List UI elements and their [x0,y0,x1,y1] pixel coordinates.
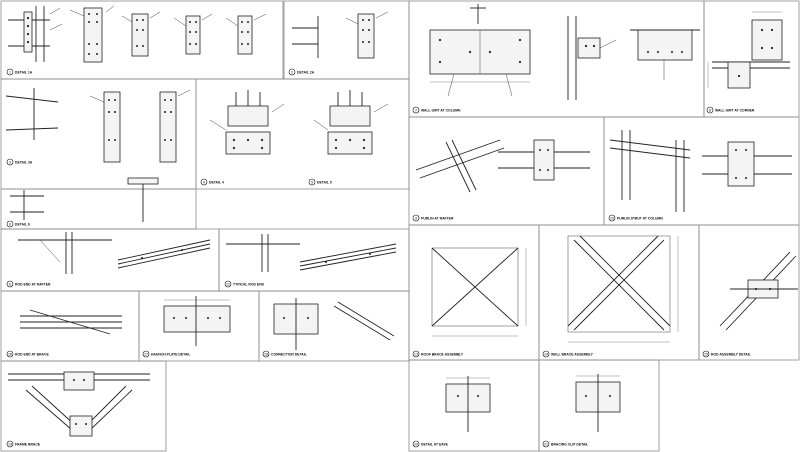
detail-tag-number: 21 [544,442,548,446]
detail-tag-title: PURLIN AT RAFTER [421,216,454,220]
detail-tag-16: 16 ROD END AT BRACE [6,350,49,358]
detail-tag-number: 20 [414,442,418,446]
detail-tag-number: 8 [709,108,711,112]
detail-tag-number: 18 [264,352,268,356]
detail-tag-number: 11 [8,282,12,286]
detail-20-21-drawing [445,374,621,432]
detail-tag-4: 4 DETAIL 4 [200,178,224,186]
detail-4-6-drawing [10,90,389,222]
detail-tag-number: 7 [415,108,417,112]
detail-tag-7: 7 WALL GIRT AT COLUMN [412,106,461,114]
detail-tag-title: ROD END AT RAFTER [15,282,51,286]
detail-tag-title: DETAIL 4 [209,180,224,184]
detail-10-drawing [609,130,792,212]
detail-tag-title: TYPICAL ROD END [233,282,265,286]
detail-15-drawing [719,251,798,331]
detail-tag-18: 18 CONNECTION DETAIL [262,350,307,358]
detail-tag-title: DETAIL 6 [15,222,30,226]
detail-2-drawing [292,11,389,59]
detail-tag-14: 14 WALL BRACE ASSEMBLY [542,350,594,358]
detail-14-drawing [567,235,679,343]
detail-tag-6: 6 DETAIL 6 [6,220,30,228]
detail-tag-2: 2 DETAIL 2A [288,68,315,76]
detail-1-drawing [8,5,267,63]
detail-tag-number: 10 [610,216,614,220]
detail-tag-number: 13 [414,352,418,356]
detail-tag-number: 15 [704,352,708,356]
detail-tag-title: WALL GIRT AT COLUMN [421,108,461,112]
detail-tag-title: CONNECTION DETAIL [271,352,307,356]
detail-tag-title: BRACING CLIP DETAIL [551,442,588,446]
detail-tag-title: ROD END AT BRACE [15,352,49,356]
detail-19-drawing [8,371,150,437]
detail-tag-number: 6 [9,222,11,226]
detail-tag-8: 8 WALL GIRT AT CORNER [706,106,755,114]
detail-tag-title: WALL BRACE ASSEMBLY [551,352,594,356]
detail-tag-title: DETAIL 3A [15,160,33,164]
detail-11-12-drawing [18,232,397,274]
detail-tag-11: 11 ROD END AT RAFTER [6,280,51,288]
detail-tag-3: 3 DETAIL 3A [6,158,33,166]
detail-tag-19: 19 FRAME BRACE [6,440,41,448]
detail-tag-number: 19 [8,442,12,446]
detail-3-drawing [5,88,191,163]
detail-tag-9: 9 PURLIN AT RAFTER [412,214,454,222]
detail-7-drawing [429,4,700,100]
detail-tag-15: 15 ROD ASSEMBLY DETAIL [702,350,751,358]
detail-16-18-drawing [20,296,395,350]
detail-9-drawing [415,139,590,193]
detail-tag-1: 1 DETAIL 1A [6,68,33,76]
detail-tag-number: 14 [544,352,548,356]
detail-tag-title: ROD ASSEMBLY DETAIL [711,352,751,356]
detail-13-drawing [431,247,527,337]
detail-tag-number: 17 [144,352,148,356]
detail-tag-title: WALL GIRT AT CORNER [715,108,755,112]
detail-tag-21: 21 BRACING CLIP DETAIL [542,440,588,448]
detail-8-drawing [707,11,790,89]
detail-tag-10: 10 PURLIN STRUT AT COLUMN [608,214,663,222]
detail-tag-title: HAUNCH PLATE DETAIL [151,352,190,356]
detail-tag-number: 2 [291,70,293,74]
detail-tag-20: 20 DETAIL AT EAVE [412,440,449,448]
detail-tag-12: 12 TYPICAL ROD END [224,280,265,288]
detail-tag-number: 4 [203,180,205,184]
detail-tag-number: 3 [9,160,11,164]
detail-tag-title: PURLIN STRUT AT COLUMN [617,216,663,220]
detail-tag-title: DETAIL 5 [317,180,332,184]
detail-tag-title: DETAIL AT EAVE [421,442,449,446]
detail-tag-number: 16 [8,352,12,356]
detail-tag-title: ROOF BRACE ASSEMBLY [421,352,464,356]
detail-tag-5: 5 DETAIL 5 [308,178,332,186]
detail-tag-17: 17 HAUNCH PLATE DETAIL [142,350,190,358]
detail-tag-number: 9 [415,216,417,220]
detail-tag-number: 12 [226,282,230,286]
detail-tag-title: DETAIL 1A [15,70,33,74]
detail-tag-13: 13 ROOF BRACE ASSEMBLY [412,350,464,358]
detail-tag-title: FRAME BRACE [15,442,41,446]
detail-tag-title: DETAIL 2A [297,70,315,74]
detail-tag-number: 5 [311,180,313,184]
detail-tag-number: 1 [9,70,11,74]
